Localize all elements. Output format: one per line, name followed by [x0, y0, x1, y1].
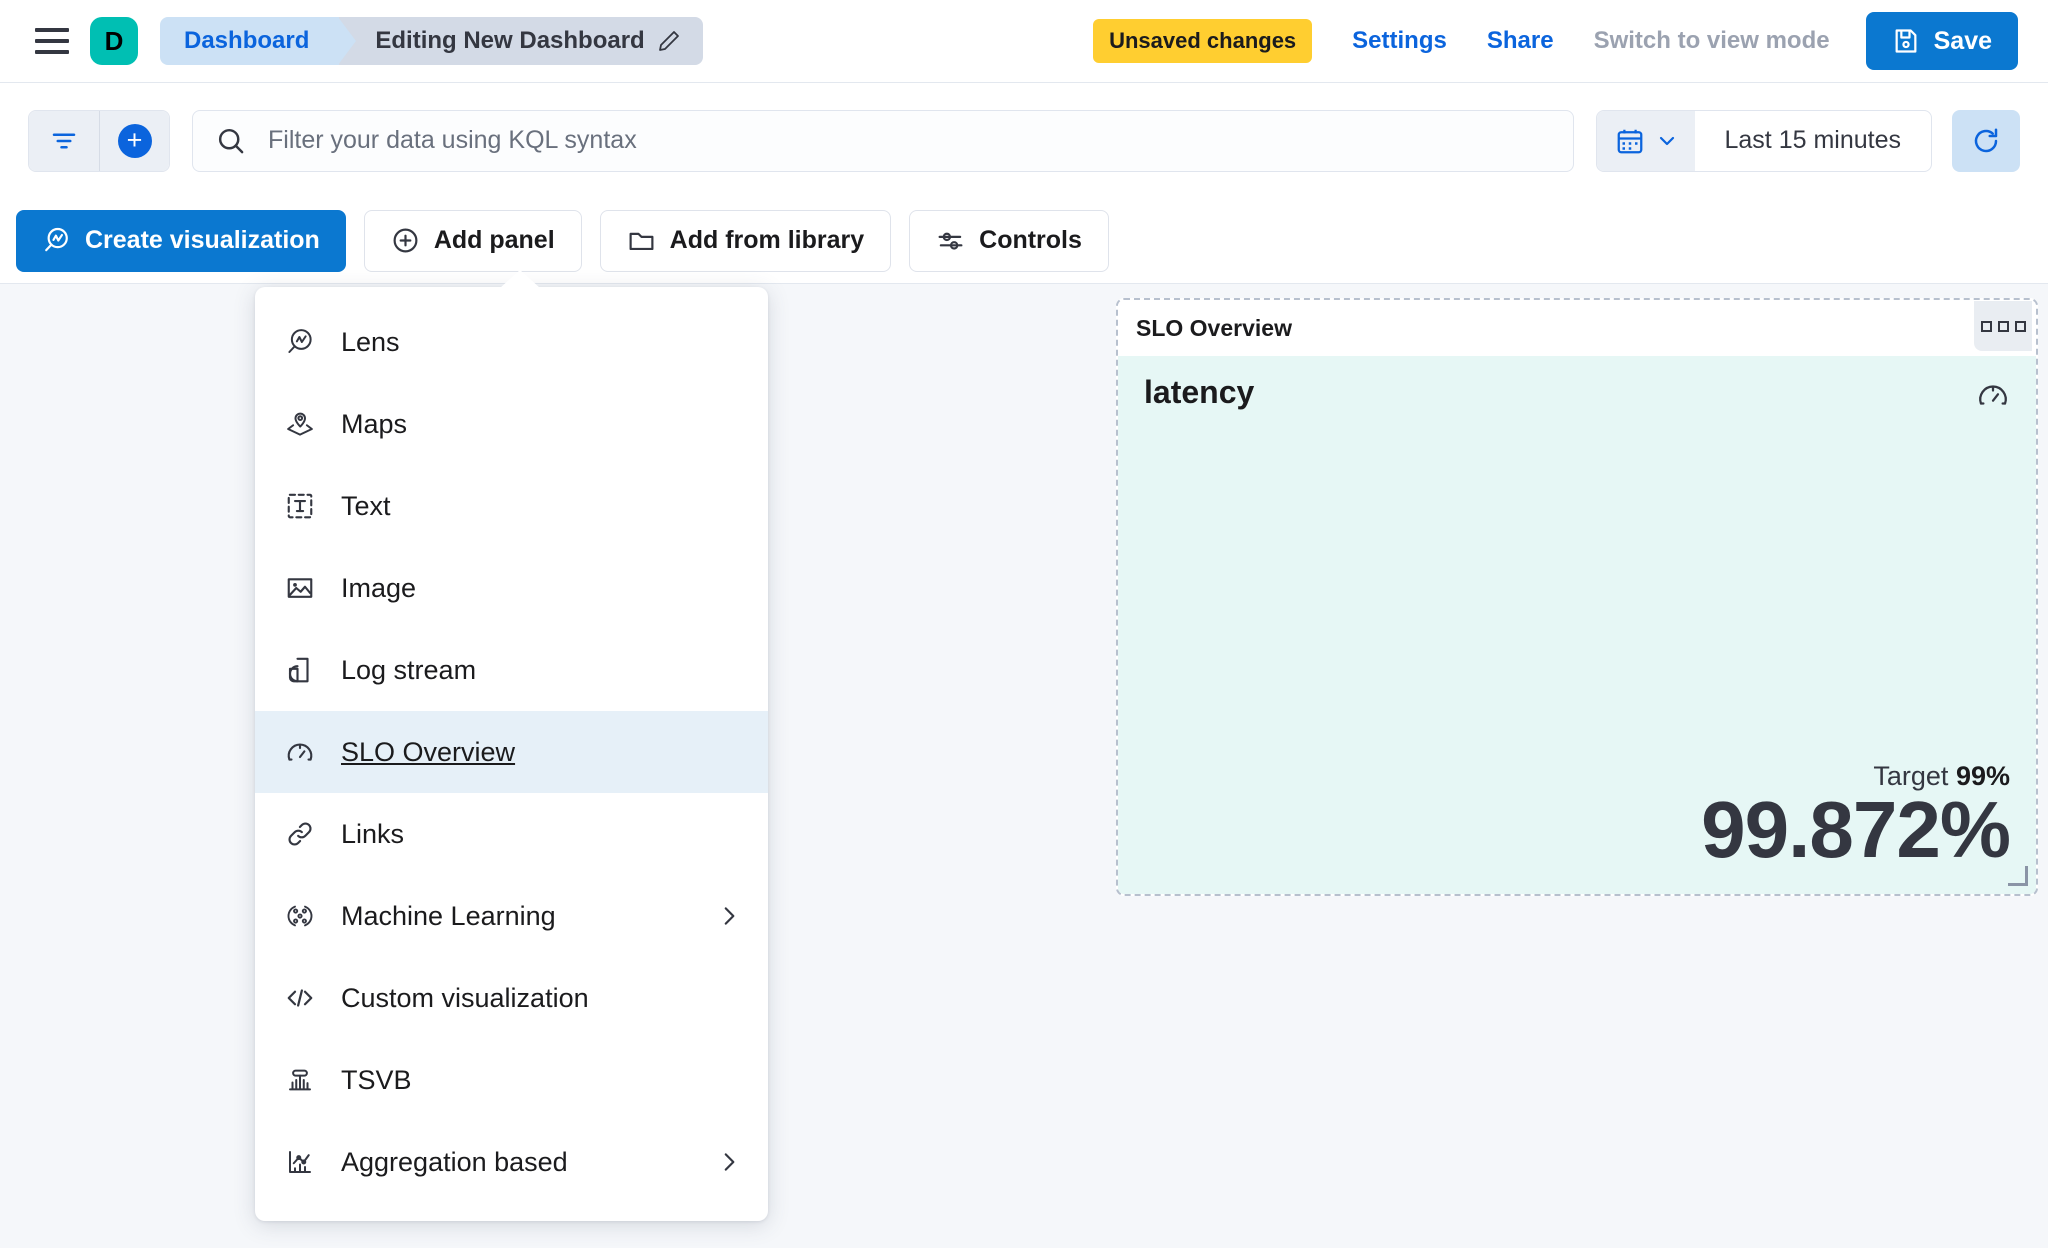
link-icon: [285, 819, 315, 849]
menu-item-label: Image: [341, 572, 417, 603]
panel-header: SLO Overview: [1118, 300, 2036, 356]
settings-link[interactable]: Settings: [1352, 27, 1447, 54]
controls-button[interactable]: Controls: [909, 209, 1109, 272]
calendar-icon: [1615, 126, 1645, 156]
time-picker: Last 15 minutes: [1595, 109, 1932, 172]
header-actions: Unsaved changes Settings Share Switch to…: [1093, 12, 2048, 70]
tsvb-bars-icon: [285, 1065, 315, 1095]
menu-item-label: TSVB: [341, 1064, 412, 1095]
hamburger-menu-icon[interactable]: [30, 19, 74, 63]
menu-item-links[interactable]: Links: [255, 793, 768, 875]
slo-target-label: Target: [1873, 761, 1949, 791]
app-header: D Dashboard Editing New Dashboard Unsave…: [0, 0, 2048, 83]
menu-item-label: Text: [341, 490, 391, 521]
avatar[interactable]: D: [90, 17, 138, 65]
panel-body: latency Target 99% 99.872%: [1118, 356, 2036, 894]
save-button[interactable]: Save: [1865, 12, 2018, 70]
menu-item-image[interactable]: Image: [255, 547, 768, 629]
resize-handle-icon[interactable]: [2008, 866, 2028, 886]
add-filter-button[interactable]: +: [99, 110, 169, 171]
menu-item-label: Links: [341, 818, 405, 849]
slo-current-value: 99.872%: [1701, 785, 2011, 874]
add-from-library-button[interactable]: Add from library: [599, 209, 892, 272]
pencil-icon[interactable]: [657, 29, 681, 53]
menu-item-label: Machine Learning: [341, 900, 556, 931]
menu-item-aggregation-based[interactable]: Aggregation based: [255, 1121, 768, 1203]
menu-item-label: Maps: [341, 408, 408, 439]
slo-target-value: 99%: [1955, 761, 2010, 791]
add-from-library-label: Add from library: [669, 226, 865, 254]
slo-target: Target 99%: [1144, 761, 2010, 792]
chevron-right-icon: [716, 903, 742, 929]
menu-item-machine-learning[interactable]: Machine Learning: [255, 875, 768, 957]
plus-circle-icon: +: [117, 123, 152, 158]
breadcrumb-dashboard-label: Dashboard: [184, 27, 310, 54]
text-box-icon: [285, 491, 315, 521]
image-icon: [285, 573, 315, 603]
filter-icon[interactable]: [29, 110, 99, 171]
popover-arrow: [500, 270, 540, 288]
create-visualization-label: Create visualization: [85, 226, 320, 254]
create-visualization-button[interactable]: Create visualization: [16, 209, 346, 272]
menu-item-log-stream[interactable]: Log stream: [255, 629, 768, 711]
time-range-label[interactable]: Last 15 minutes: [1724, 126, 1902, 154]
machine-learning-icon: [285, 901, 315, 931]
panel-title: SLO Overview: [1136, 314, 1292, 341]
menu-item-maps[interactable]: Maps: [255, 383, 768, 465]
lens-icon: [42, 226, 71, 255]
map-pin-layers-icon: [285, 409, 315, 439]
aggregation-chart-icon: [285, 1147, 315, 1177]
add-panel-button[interactable]: Add panel: [363, 209, 582, 272]
menu-item-custom-visualization[interactable]: Custom visualization: [255, 957, 768, 1039]
search-input[interactable]: [268, 126, 1551, 155]
chevron-right-icon: [716, 1149, 742, 1175]
avatar-letter: D: [104, 25, 124, 56]
menu-item-label: Aggregation based: [341, 1146, 568, 1177]
menu-item-label: Lens: [341, 326, 400, 357]
breadcrumb: Dashboard Editing New Dashboard: [160, 17, 703, 65]
slo-overview-panel[interactable]: SLO Overview latency Target 99% 99.872%: [1116, 298, 2038, 896]
folder-icon: [627, 226, 656, 255]
controls-label: Controls: [979, 226, 1082, 254]
gauge-icon: [285, 737, 315, 767]
code-brackets-icon: [285, 983, 315, 1013]
search-icon: [215, 125, 246, 156]
lens-icon: [285, 327, 315, 357]
log-stream-icon: [285, 655, 315, 685]
search-input-container[interactable]: [192, 109, 1574, 172]
date-picker-button[interactable]: [1596, 110, 1695, 171]
refresh-icon[interactable]: [1952, 109, 2020, 172]
menu-item-text[interactable]: Text: [255, 465, 768, 547]
menu-item-label: Custom visualization: [341, 982, 589, 1013]
dashboard-toolbar: Create visualization Add panel Add from …: [0, 198, 2048, 284]
breadcrumb-item-dashboard[interactable]: Dashboard: [160, 17, 357, 65]
status-badge-unsaved[interactable]: Unsaved changes: [1093, 19, 1313, 63]
menu-item-slo-overview[interactable]: SLO Overview: [255, 711, 768, 793]
switch-to-view-mode-link[interactable]: Switch to view mode: [1593, 27, 1830, 54]
controls-sliders-icon: [936, 226, 965, 255]
menu-item-tsvb[interactable]: TSVB: [255, 1039, 768, 1121]
filter-controls: +: [28, 109, 170, 172]
chevron-down-icon: [1655, 129, 1679, 153]
share-link[interactable]: Share: [1486, 27, 1554, 54]
gauge-icon: [1976, 378, 2010, 417]
add-panel-menu: Lens Maps Text: [255, 270, 768, 1221]
add-panel-label: Add panel: [433, 226, 555, 254]
menu-item-label: SLO Overview: [341, 736, 516, 767]
breadcrumb-editing-label: Editing New Dashboard: [375, 27, 645, 54]
floppy-disk-icon: [1892, 27, 1920, 55]
menu-item-lens[interactable]: Lens: [255, 301, 768, 383]
menu-item-label: Log stream: [341, 654, 477, 685]
slo-metric-name: latency: [1144, 374, 1255, 410]
query-bar: +: [0, 83, 2048, 198]
panel-options-icon[interactable]: [1974, 301, 2032, 351]
save-button-label: Save: [1933, 26, 1992, 55]
breadcrumb-item-editing[interactable]: Editing New Dashboard: [339, 17, 703, 65]
plus-circle-outline-icon: [391, 226, 420, 255]
